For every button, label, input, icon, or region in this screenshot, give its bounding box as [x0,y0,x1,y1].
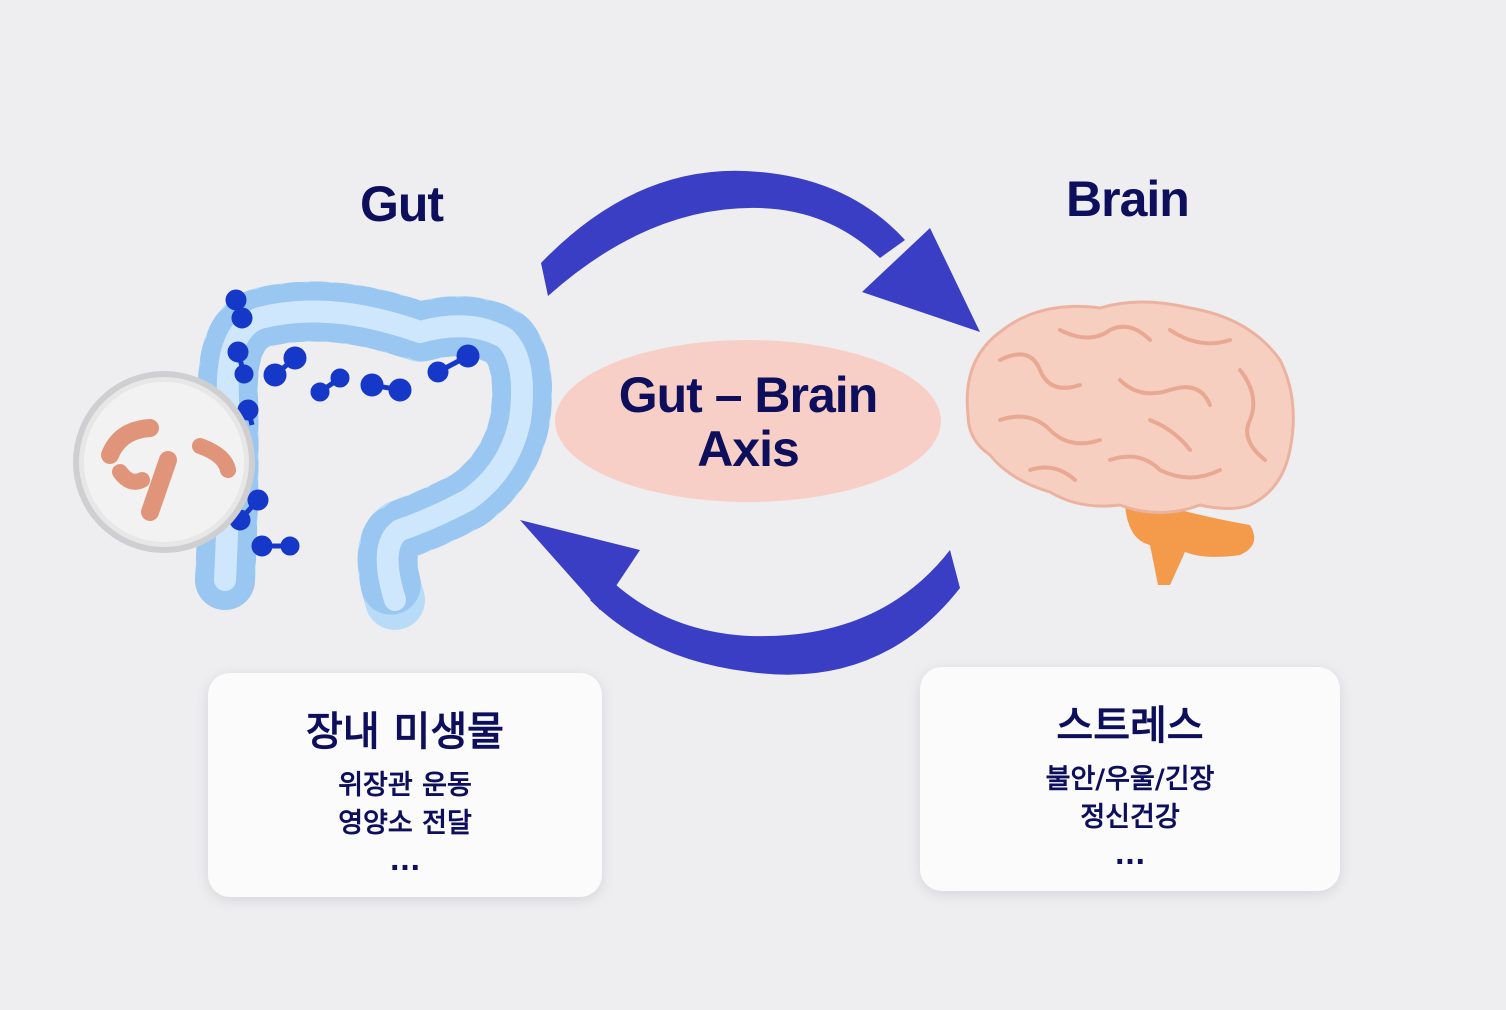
brain-to-gut-arrow-icon [520,520,960,675]
brain-card-line: ... [920,837,1340,875]
gut-card-line: 영양소 전달 [208,805,602,843]
axis-label-line1: Gut – Brain [555,368,941,422]
brain-icon [967,302,1293,585]
bacteria-magnifier-icon [76,374,252,550]
brain-title: Brain [1066,170,1189,228]
gut-card-line: 위장관 운동 [208,767,602,805]
gut-info-card: 장내 미생물 위장관 운동 영양소 전달 ... [208,673,602,897]
gut-card-line: ... [208,843,602,881]
gut-to-brain-arrow-icon [541,171,980,332]
brain-card-line: 불안/우울/긴장 [920,761,1340,799]
intestine-icon [225,292,522,600]
gut-title: Gut [360,175,443,233]
axis-label: Gut – Brain Axis [555,368,941,476]
brain-card-title: 스트레스 [920,701,1340,751]
brain-info-card: 스트레스 불안/우울/긴장 정신건강 ... [920,667,1340,891]
gut-card-title: 장내 미생물 [208,707,602,757]
brain-card-line: 정신건강 [920,799,1340,837]
axis-label-line2: Axis [555,422,941,476]
